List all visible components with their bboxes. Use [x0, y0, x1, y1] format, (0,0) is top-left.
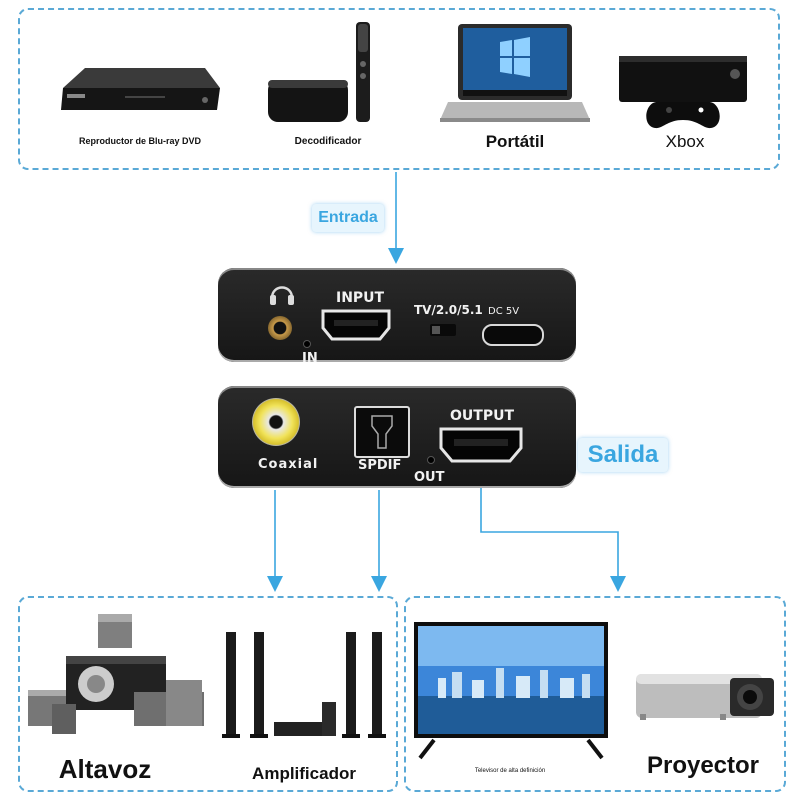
- source-label-decoder: Decodificador: [294, 136, 362, 147]
- xbox-console-icon: [615, 52, 755, 132]
- sources-box: [18, 8, 780, 170]
- mode-switch[interactable]: [430, 324, 456, 336]
- input-tag: Entrada: [312, 204, 384, 232]
- switch-label: TV/2.0/5.1: [414, 303, 483, 317]
- output-label: OUTPUT: [450, 408, 514, 424]
- audio-output-box: [18, 596, 398, 792]
- laptop-icon: [440, 22, 590, 124]
- spdif-label: SPDIF: [358, 458, 402, 473]
- tv-icon: [412, 620, 610, 764]
- hdmi-output-port: [438, 426, 524, 464]
- blu-ray-player-icon: [55, 62, 225, 122]
- hdmi-input-port: [320, 308, 392, 342]
- spdif-optical-port: [354, 406, 410, 458]
- device-back-panel: Coaxial SPDIF OUT OUTPUT: [218, 386, 576, 488]
- power-label: DC 5V: [488, 306, 520, 317]
- coaxial-port: [252, 398, 300, 446]
- amplifier-icon: [218, 628, 390, 740]
- out-label: OUT: [414, 470, 445, 485]
- usb-c-port: [482, 324, 544, 346]
- video-output-box: [404, 596, 786, 792]
- output-label-projector: Proyector: [646, 752, 760, 779]
- set-top-box-icon: [262, 20, 372, 130]
- output-label-tv: Televisor de alta definición: [474, 768, 546, 774]
- projector-icon: [632, 666, 776, 724]
- device-front-panel: IN INPUT TV/2.0/5.1 DC 5V: [218, 268, 576, 366]
- output-label-amplifier: Amplificador: [252, 764, 356, 783]
- audio-jack-port: [268, 316, 292, 340]
- led-indicator-out: [427, 456, 435, 464]
- source-label-laptop: Portátil: [485, 132, 545, 151]
- output-label-speaker: Altavoz: [58, 754, 152, 784]
- speaker-system-icon: [26, 612, 206, 736]
- source-label-bluray: Reproductor de Blu-ray DVD: [78, 136, 201, 146]
- output-tag: Salida: [578, 438, 668, 472]
- input-label: INPUT: [336, 290, 385, 306]
- coaxial-label: Coaxial: [258, 457, 319, 472]
- led-indicator: [303, 340, 311, 348]
- in-label: IN: [302, 351, 318, 366]
- source-label-xbox: Xbox: [665, 132, 705, 151]
- headphone-icon: [268, 280, 296, 306]
